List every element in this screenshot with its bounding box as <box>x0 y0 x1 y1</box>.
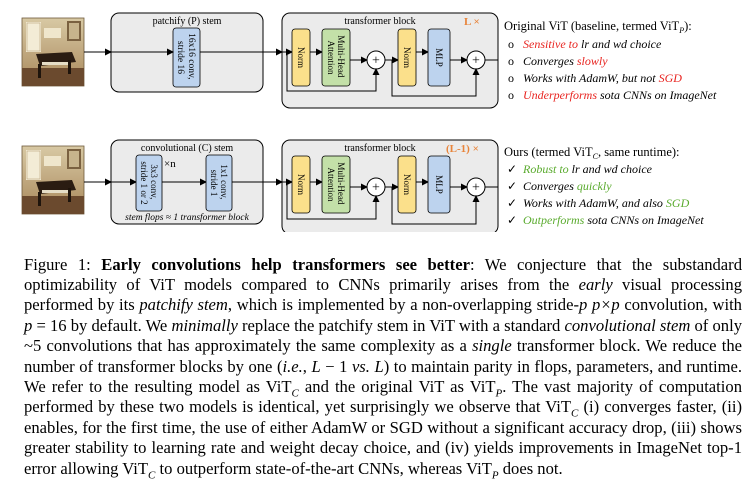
baseline-heading: Original ViT (baseline, termed ViTP): <box>504 19 692 35</box>
svg-text:✓: ✓ <box>507 179 517 193</box>
transformer-block-title: transformer block <box>344 16 415 27</box>
svg-text:✓: ✓ <box>507 196 517 210</box>
figure-caption: Figure 1: Early convolutions help transf… <box>24 254 743 481</box>
patchify-conv-box <box>172 27 201 88</box>
transformer-block-title-2: transformer block <box>344 143 415 154</box>
svg-text:Works with AdamW, and also SGD: Works with AdamW, and also SGD <box>523 196 690 210</box>
norm-box-3 <box>291 155 311 214</box>
convolutional-row: convolutional (C) stem 3x3 conv, stride … <box>21 139 704 232</box>
svg-text:Converges quickly: Converges quickly <box>523 179 612 193</box>
svg-text:Norm: Norm <box>402 174 412 195</box>
svg-text:✓: ✓ <box>507 162 517 176</box>
conv-stem-title: convolutional (C) stem <box>141 143 233 154</box>
svg-text:Outperforms sota CNNs on Image: Outperforms sota CNNs on ImageNet <box>523 213 704 227</box>
skip-connection-4 <box>391 187 480 225</box>
svg-text:Norm: Norm <box>296 47 306 68</box>
baseline-list: o Sensitive to lr and wd choice o Conver… <box>508 37 717 102</box>
norm-box-4 <box>397 155 417 214</box>
repeat-count: L × <box>464 16 480 28</box>
patchify-stem-title: patchify (P) stem <box>153 16 222 27</box>
svg-text:Norm: Norm <box>296 174 306 195</box>
repeat-n: ×n <box>164 158 176 170</box>
conv1x1-box <box>205 154 233 212</box>
stem-flops-note: stem flops ≈ 1 transformer block <box>125 212 249 223</box>
ours-list: ✓ Robust to lr and wd choice ✓ Converges… <box>507 162 704 227</box>
svg-text:MLP: MLP <box>434 175 444 194</box>
svg-text:Sensitive to lr and wd choice: Sensitive to lr and wd choice <box>523 37 662 51</box>
ours-heading: Ours (termed ViTC, same runtime): <box>504 145 680 161</box>
mlp-box <box>427 28 451 87</box>
svg-text:Multi-Head Attention: Multi-Head Attention <box>326 35 346 79</box>
svg-text:MLP: MLP <box>434 48 444 67</box>
svg-text:Multi-Head Attention: Multi-Head Attention <box>326 162 346 206</box>
input-image <box>21 17 85 87</box>
svg-text:Works with AdamW, but not SGD: Works with AdamW, but not SGD <box>523 71 682 85</box>
svg-text:✓: ✓ <box>507 213 517 227</box>
multi-head-attention-box <box>321 28 351 87</box>
skip-connection-2 <box>391 60 480 97</box>
figure-diagram: patchify (P) stem 16x16 conv, stride 16 … <box>21 12 717 232</box>
svg-text:o: o <box>508 71 514 85</box>
svg-text:Norm: Norm <box>402 47 412 68</box>
multi-head-attention-box-2 <box>321 155 351 214</box>
skip-connection-3 <box>286 182 380 220</box>
svg-text:Converges slowly: Converges slowly <box>523 54 608 68</box>
svg-text:1x1 conv, stride 1: 1x1 conv, stride 1 <box>209 164 229 201</box>
svg-text:o: o <box>508 37 514 51</box>
patchify-row: patchify (P) stem 16x16 conv, stride 16 … <box>21 12 717 109</box>
svg-text:o: o <box>508 88 514 102</box>
norm-box-1 <box>291 28 311 87</box>
svg-text:+: + <box>372 54 380 69</box>
svg-text:+: + <box>472 181 480 196</box>
svg-text:+: + <box>372 181 380 196</box>
svg-text:3x3 conv, stride 1 or 2: 3x3 conv, stride 1 or 2 <box>139 161 159 204</box>
mlp-box-2 <box>427 155 451 214</box>
conv3x3-box <box>135 154 163 212</box>
svg-text:Robust to lr and wd choice: Robust to lr and wd choice <box>522 162 653 176</box>
repeat-count-2: (L-1) × <box>446 143 479 155</box>
norm-box-2 <box>397 28 417 87</box>
input-image-2 <box>21 145 85 215</box>
skip-connection-1 <box>286 52 380 92</box>
svg-text:Underperforms sota CNNs on Ima: Underperforms sota CNNs on ImageNet <box>523 88 717 102</box>
svg-text:+: + <box>472 54 480 69</box>
svg-text:o: o <box>508 54 514 68</box>
patchify-conv-label: 16x16 conv, stride 16 <box>175 33 196 82</box>
